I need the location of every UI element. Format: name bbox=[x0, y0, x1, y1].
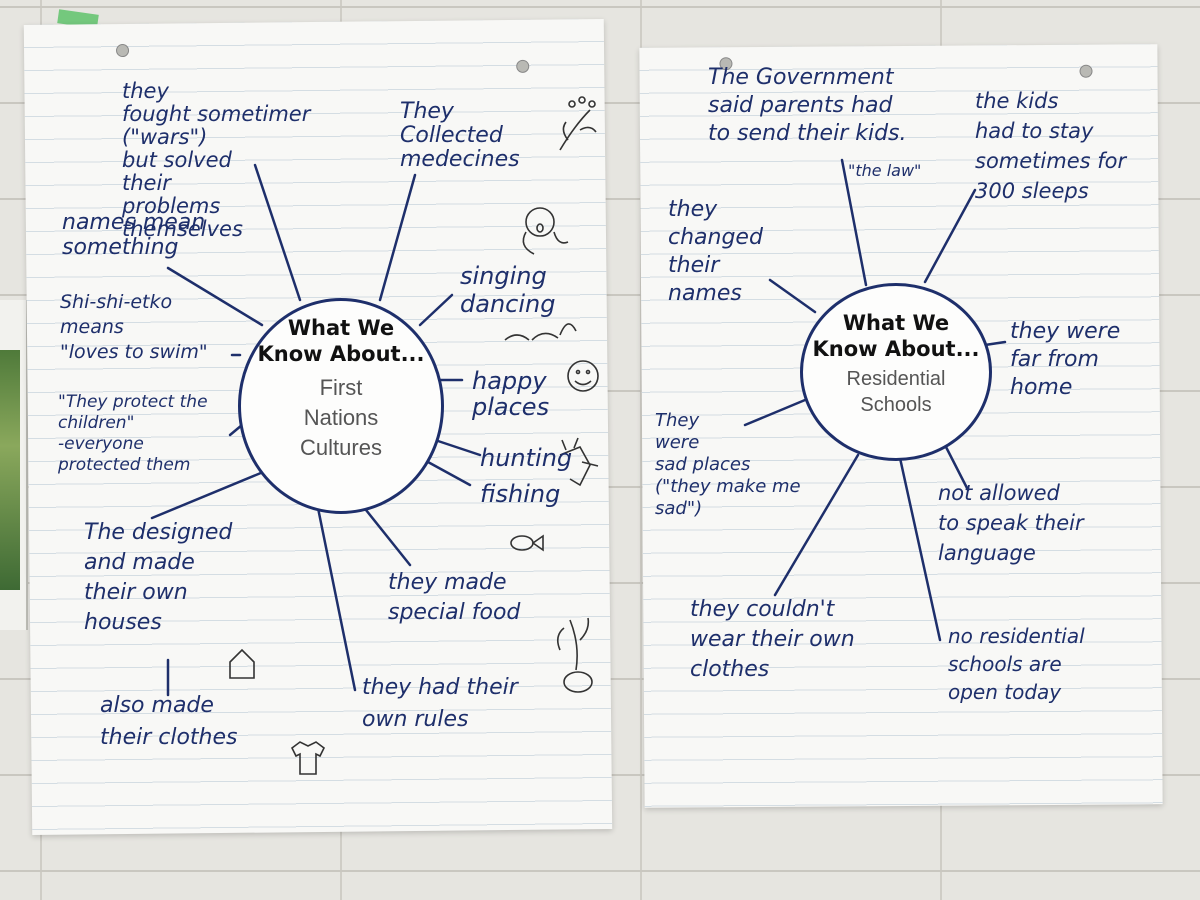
pumpkin-plant-doodle-icon bbox=[556, 617, 593, 693]
spoke-line bbox=[426, 460, 472, 487]
fish-doodle-icon bbox=[510, 534, 544, 552]
spoke-line bbox=[360, 503, 412, 567]
residential-schools-hub: What We Know About... Residential School… bbox=[800, 283, 992, 461]
spoke-line bbox=[943, 443, 970, 492]
house-icon bbox=[229, 648, 255, 679]
deer-doodle-icon bbox=[559, 437, 599, 487]
note-wear: they couldn't wear their own clothes bbox=[690, 597, 855, 682]
note-far: they were far from home bbox=[1010, 319, 1121, 400]
spoke-line bbox=[316, 506, 357, 692]
note-clothes: also made their clothes bbox=[100, 693, 238, 750]
first-nations-hub: What We Know About... First Nations Cult… bbox=[238, 298, 444, 514]
note-law: "the law" bbox=[848, 161, 922, 180]
spoke-line bbox=[923, 188, 977, 284]
note-language: not allowed to speak their language bbox=[938, 481, 1084, 565]
hub-title: What We Know About... bbox=[257, 316, 425, 366]
spoke-line bbox=[768, 278, 817, 314]
hub-title: What We Know About... bbox=[812, 311, 980, 361]
note-houses: The designed and made their own houses bbox=[84, 520, 233, 635]
spoke-line bbox=[253, 163, 302, 302]
note-today: no residential schools are open today bbox=[948, 624, 1085, 704]
note-changed: they changed their names bbox=[668, 197, 763, 306]
note-food: they made special food bbox=[388, 570, 521, 625]
note-singing: singing dancing bbox=[460, 262, 556, 318]
spoke-line bbox=[433, 438, 482, 457]
hub-subtitle: Residential Schools bbox=[846, 368, 946, 416]
spoke-line bbox=[898, 456, 942, 642]
note-names: names mean something bbox=[62, 210, 206, 260]
note-fought: they fought sometimer ("wars") but solve… bbox=[122, 79, 311, 241]
dancing-feet-doodle-icon bbox=[504, 323, 577, 341]
spoke-line bbox=[840, 158, 868, 287]
note-medicines: They Collected medecines bbox=[400, 99, 520, 172]
hub-subtitle: First Nations Cultures bbox=[300, 375, 382, 460]
note-rules: they had their own rules bbox=[362, 675, 518, 732]
smiley-face-icon bbox=[567, 360, 599, 392]
note-hunting: hunting fishing bbox=[480, 444, 573, 508]
plant-doodle-icon bbox=[559, 96, 597, 151]
note-government: The Government said parents had to send … bbox=[708, 65, 907, 146]
note-shishi: Shi-shi-etko means "loves to swim" bbox=[60, 291, 208, 363]
note-sad: They were sad places ("they make me sad"… bbox=[655, 410, 801, 519]
spoke-line bbox=[150, 468, 270, 520]
note-stay: the kids had to stay sometimes for 300 s… bbox=[975, 89, 1127, 203]
spoke-line bbox=[743, 398, 807, 427]
spoke-line bbox=[983, 340, 1007, 347]
singing-face-doodle-icon bbox=[522, 207, 569, 255]
spoke-line bbox=[378, 173, 417, 302]
spoke-line bbox=[418, 293, 454, 327]
note-happy: happy places bbox=[472, 367, 550, 421]
shirt-icon bbox=[290, 741, 326, 775]
spoke-line bbox=[166, 266, 264, 327]
note-protect: "They protect the children" -everyone pr… bbox=[58, 392, 208, 475]
adjacent-poster-photo bbox=[0, 350, 20, 590]
spoke-line bbox=[773, 453, 860, 597]
